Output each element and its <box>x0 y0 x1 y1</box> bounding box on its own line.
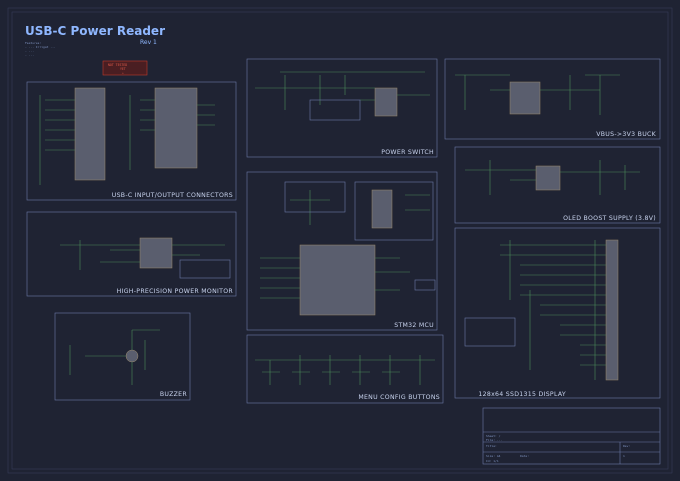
title-block-date: Date: <box>520 454 529 458</box>
buck-section: VBUS->3V3 BUCK <box>444 58 661 140</box>
buzzer-section-label: BUZZER <box>160 391 188 398</box>
stm32-mcu-ic <box>299 244 376 316</box>
power-monitor-label: HIGH-PRECISION POWER MONITOR <box>117 288 234 295</box>
buzzer-transistor <box>125 349 139 363</box>
swd-header <box>371 189 393 229</box>
features-line-4: - ... <box>25 53 34 57</box>
display-section: 128x64 SSD1315 DISPLAY <box>454 227 661 399</box>
sheet-border <box>7 7 673 474</box>
warning-line-2: YET <box>120 67 126 71</box>
power-switch-section: POWER SWITCH <box>246 58 438 158</box>
usbc-section: USB-C INPUT/OUTPUT CONNECTORS <box>26 81 237 201</box>
boost-regulator-ic <box>535 165 561 191</box>
oled-boost-section: OLED BOOST SUPPLY (3.8V) <box>454 146 661 224</box>
power-switch-ic <box>374 87 398 117</box>
display-section-label: 128x64 SSD1315 DISPLAY <box>478 391 566 398</box>
title-block-id: Id: 1/1 <box>486 459 499 463</box>
buck-section-label: VBUS->3V3 BUCK <box>596 131 656 138</box>
revision-label: Rev 1 <box>140 39 157 46</box>
features-line-2: - ... Irrigat ... <box>25 45 56 49</box>
title-block-file: File: ... <box>486 438 502 442</box>
title-block-rev-label: Rev: <box>623 444 630 448</box>
features-line-3: - ... <box>25 49 34 53</box>
oled-boost-label: OLED BOOST SUPPLY (3.8V) <box>563 215 656 222</box>
usbc-input-connector <box>74 87 106 181</box>
title-block-size: Size: A4 <box>486 454 501 458</box>
usbc-output-connector <box>154 87 198 169</box>
warning-line-1: NOT TESTED <box>108 63 127 67</box>
buck-regulator-ic <box>509 81 541 115</box>
features-line-1: Features: <box>25 41 41 45</box>
title-block: Sheet: / File: ... Title: Size: A4 Date:… <box>482 407 661 465</box>
buzzer-section: BUZZER <box>54 312 191 401</box>
page-title: USB-C Power Reader <box>25 24 165 38</box>
warning-line-3: ⚠ <box>121 71 124 75</box>
mcu-section-label: STM32 MCU <box>394 322 434 329</box>
mcu-section: STM32 MCU <box>246 171 438 331</box>
title-block-title: Title: <box>486 444 497 448</box>
sheet-inner-border <box>11 11 669 470</box>
oled-display-connector <box>605 239 619 381</box>
buttons-section: MENU CONFIG BUTTONS <box>246 334 444 404</box>
power-monitor-ic <box>139 237 173 269</box>
title-block-rev-value: 1 <box>623 454 625 458</box>
buttons-section-label: MENU CONFIG BUTTONS <box>358 394 440 401</box>
usbc-section-label: USB-C INPUT/OUTPUT CONNECTORS <box>112 192 233 199</box>
warning-box: NOT TESTED YET ⚠ <box>102 60 148 76</box>
title-block-sheet: Sheet: / <box>486 434 501 438</box>
power-monitor-section: HIGH-PRECISION POWER MONITOR <box>26 211 237 297</box>
power-switch-label: POWER SWITCH <box>381 149 434 156</box>
